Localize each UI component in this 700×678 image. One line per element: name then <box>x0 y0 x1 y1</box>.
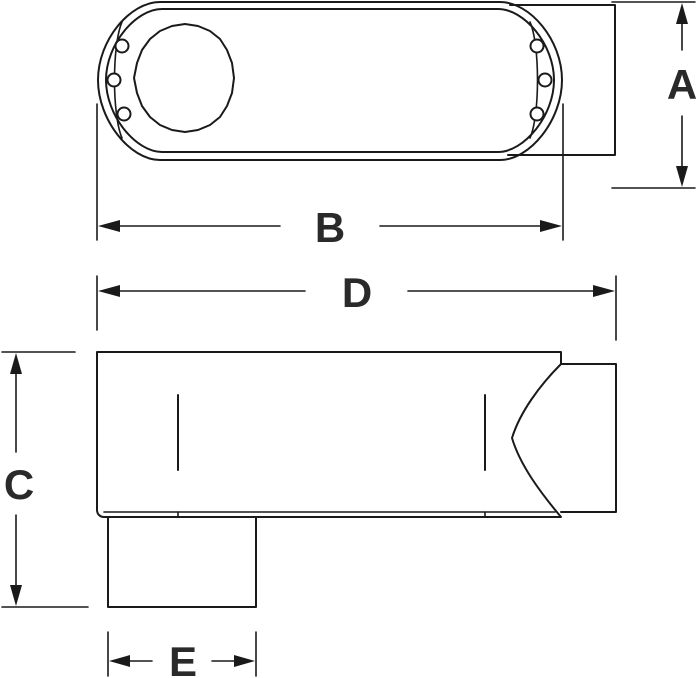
dimension-a: A <box>611 1 697 189</box>
dimension-e-label: E <box>169 638 197 678</box>
top-view-body-outer <box>97 1 563 161</box>
screw-hole-right-bottom <box>529 106 545 122</box>
dimension-c: C <box>1 351 89 608</box>
dimension-d: D <box>96 269 617 341</box>
side-view-bottom-hub <box>107 516 257 608</box>
screw-hole-left-top <box>114 38 130 54</box>
top-view <box>97 1 616 161</box>
screw-hole-left-bottom <box>116 106 132 122</box>
side-view-rear-hub <box>560 363 617 513</box>
side-view-body <box>96 351 562 518</box>
top-view-hub <box>507 4 616 156</box>
top-view-cover-lip-right <box>529 21 539 139</box>
top-view-opening <box>133 23 235 133</box>
dimension-b: B <box>96 103 564 251</box>
screw-hole-left-middle <box>106 72 122 88</box>
side-view <box>96 351 617 608</box>
dimension-c-label: C <box>4 461 34 508</box>
dimension-e: E <box>107 631 257 678</box>
dimension-a-label: A <box>667 61 697 108</box>
dimension-d-label: D <box>342 269 372 316</box>
screw-hole-right-middle <box>537 72 553 88</box>
dimension-b-label: B <box>315 204 345 251</box>
screw-hole-right-top <box>529 38 545 54</box>
